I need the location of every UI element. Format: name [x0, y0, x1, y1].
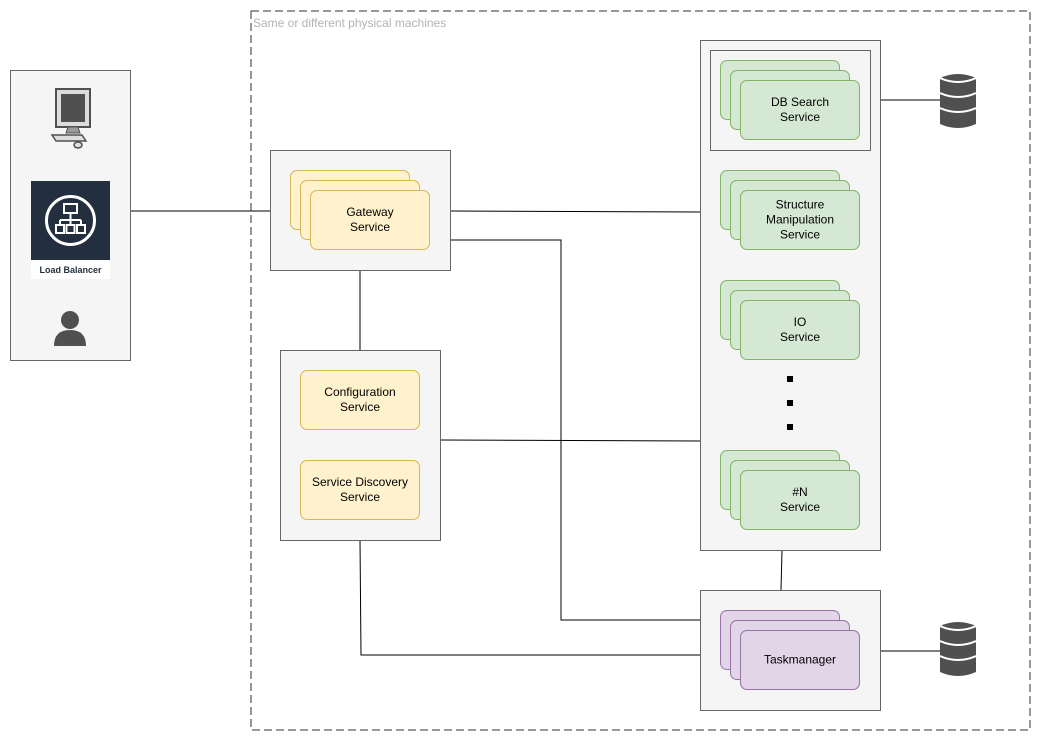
- computer-icon: [50, 88, 91, 149]
- service-discovery-service-label: Service Discovery Service: [311, 475, 409, 504]
- edge-config-services: [439, 439, 701, 442]
- taskmanager-service-label: Taskmanager: [763, 652, 837, 667]
- ellipsis-dot: [787, 400, 793, 406]
- structure-manipulation-service: Structure Manipulation Service: [740, 190, 860, 250]
- configuration-service-label: Configuration Service: [324, 385, 396, 414]
- load-balancer-label: Load Balancer: [39, 265, 102, 275]
- taskmanager-service: Taskmanager: [740, 630, 860, 690]
- user-icon: [54, 311, 86, 346]
- io-service: IO Service: [740, 300, 860, 360]
- database-icon: [940, 74, 976, 128]
- configuration-service: Configuration Service: [300, 370, 420, 430]
- structure-manipulation-service-label: Structure Manipulation Service: [765, 197, 835, 242]
- load-balancer: Load Balancer: [31, 181, 110, 279]
- edge-gateway-services: [449, 210, 701, 213]
- edge-gateway-taskmanager: [450, 239, 700, 621]
- io-service-label: IO Service: [779, 315, 820, 344]
- edge-config-taskmanager: [359, 539, 700, 656]
- ellipsis-dot: [787, 424, 793, 430]
- region-label: Same or different physical machines: [253, 16, 447, 30]
- n-service-label: #N Service: [779, 485, 820, 514]
- database-icon: [940, 622, 976, 676]
- edge-services-taskmanager: [780, 549, 783, 591]
- gateway-service: Gateway Service: [310, 190, 430, 250]
- ellipsis-dot: [787, 376, 793, 382]
- gateway-service-label: Gateway Service: [346, 205, 394, 234]
- load-balancer-icon: [31, 181, 110, 260]
- service-discovery-service: Service Discovery Service: [300, 460, 420, 520]
- db-search-service: DB Search Service: [740, 80, 860, 140]
- machines-region-border: [250, 10, 1031, 731]
- n-service: #N Service: [740, 470, 860, 530]
- db-search-service-label: DB Search Service: [770, 95, 830, 124]
